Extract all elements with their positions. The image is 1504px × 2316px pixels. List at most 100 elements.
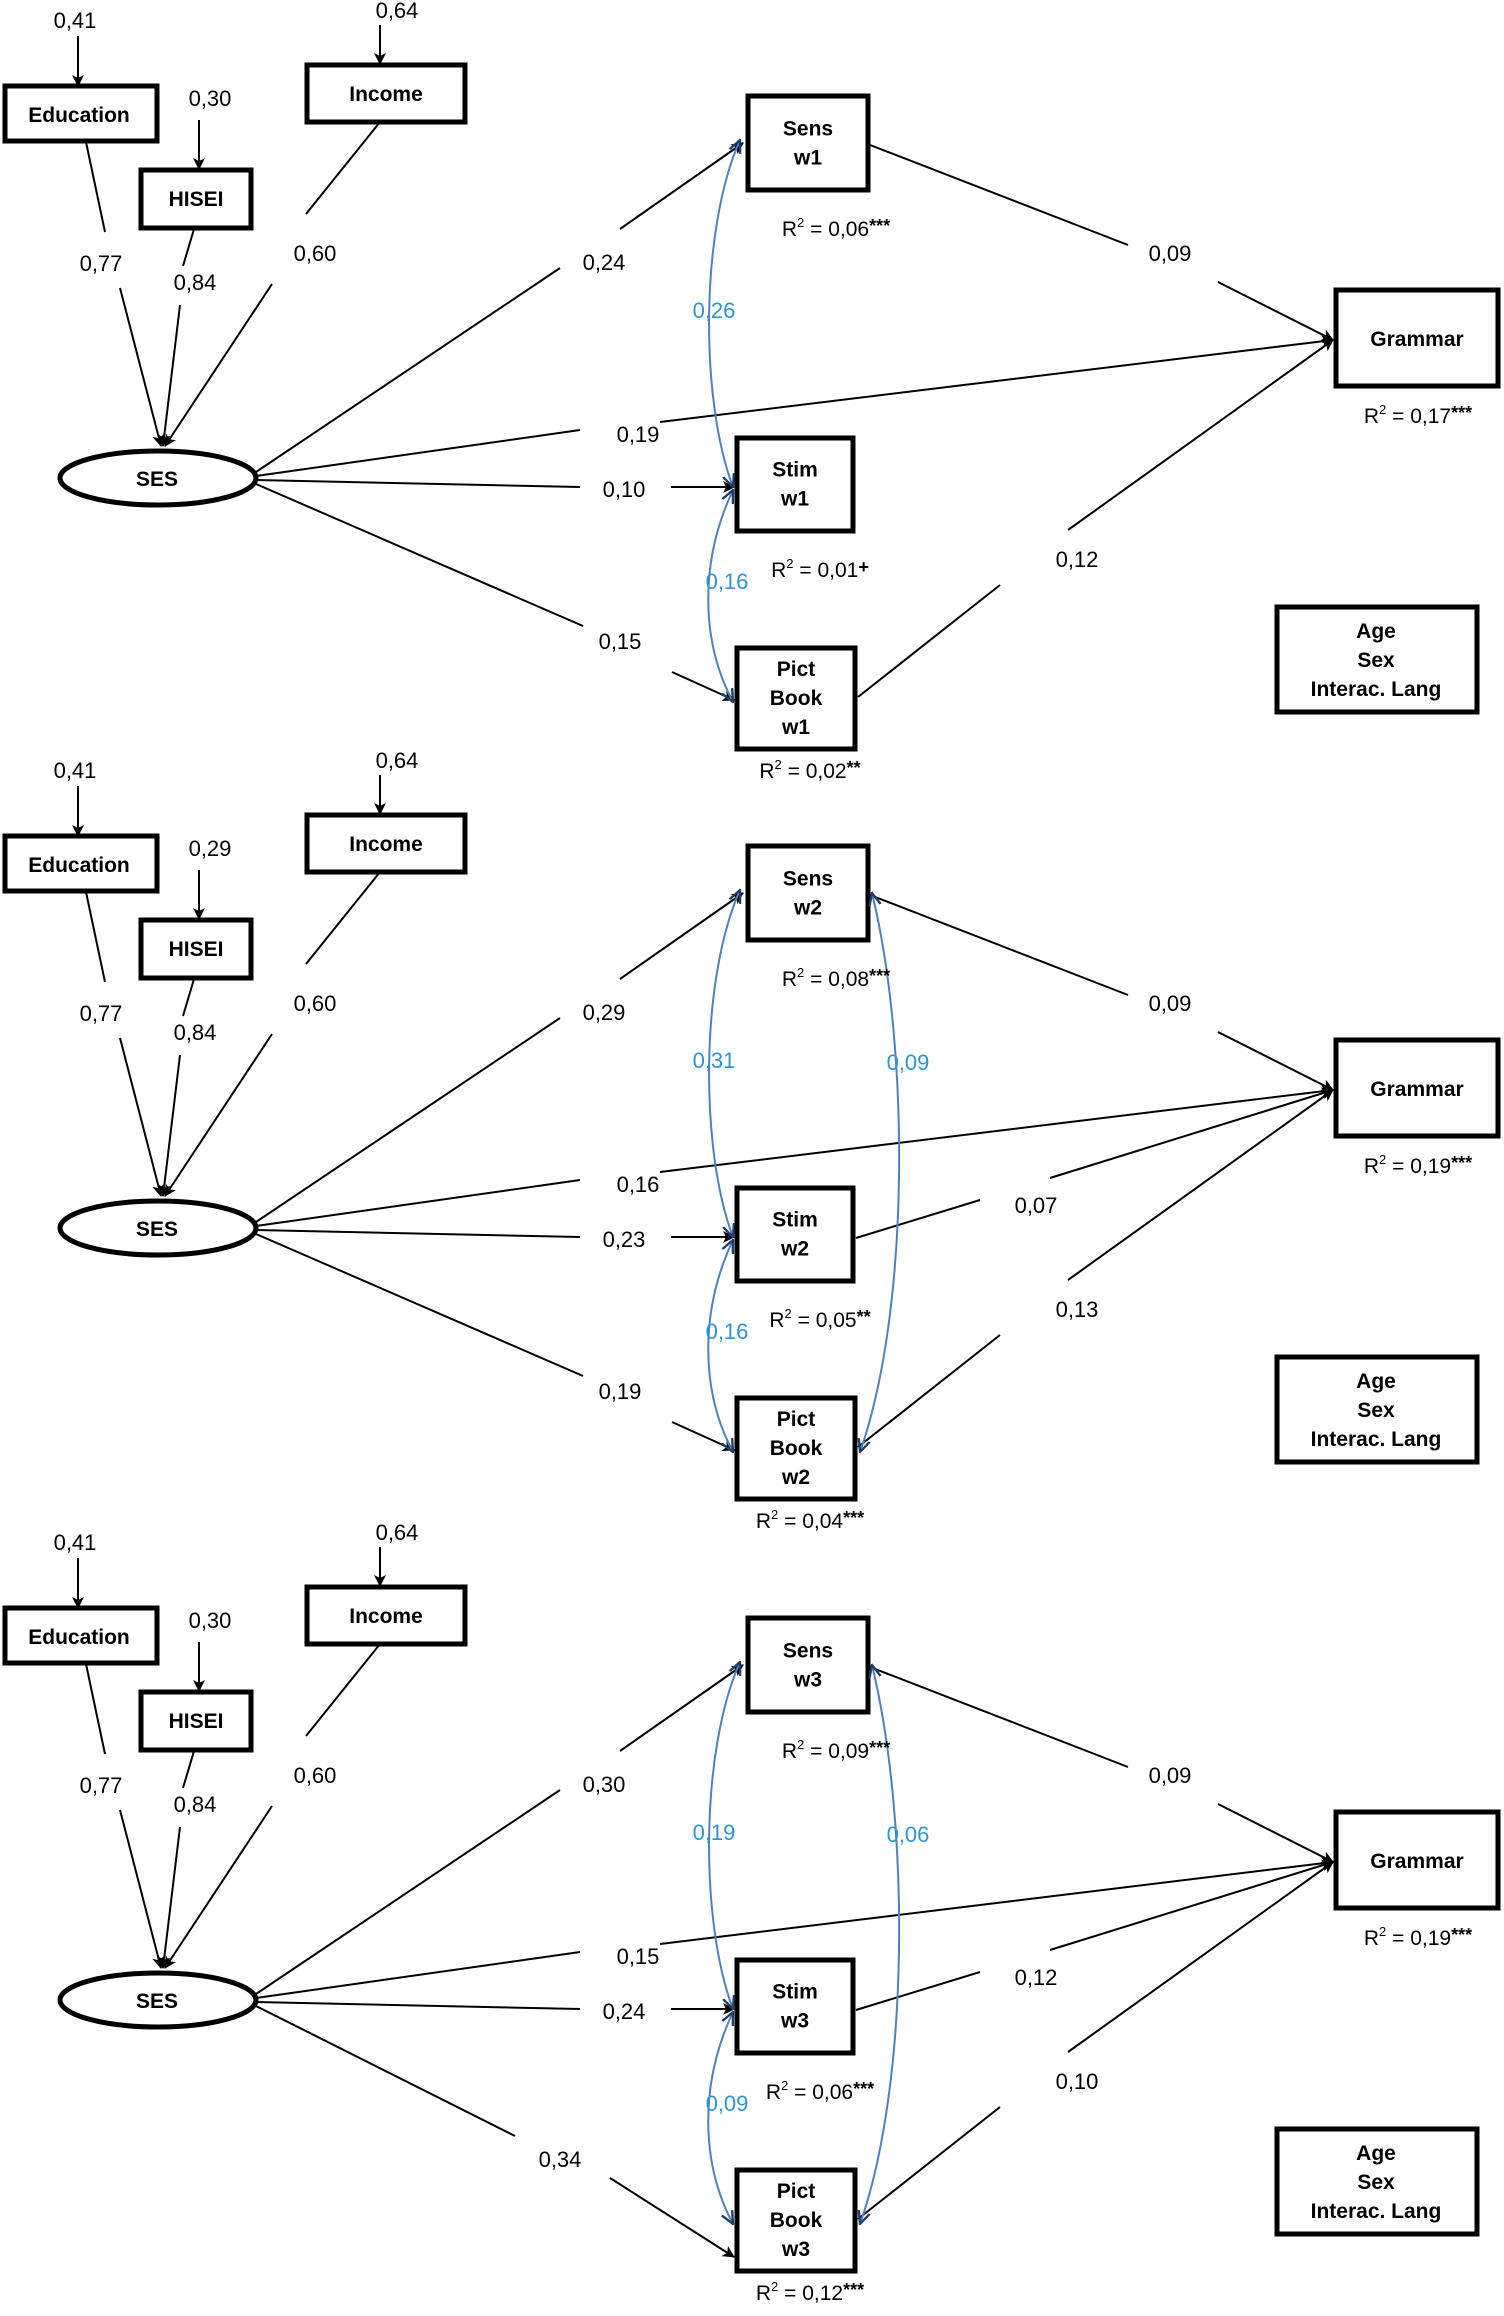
ses-stim-line-a — [255, 479, 581, 488]
pict-grammar-line-b — [1067, 1861, 1334, 2053]
stim-r2: R2 = 0,05** — [769, 1306, 870, 1332]
grammar-r2: R2 = 0,19*** — [1364, 1152, 1472, 1178]
ses-grammar-line-b — [659, 335, 1334, 423]
pict-grammar-line-b — [1067, 1089, 1334, 1281]
sens-grammar-coef: 0,09 — [1149, 991, 1192, 1016]
education-label: Education — [28, 1626, 130, 1649]
income-label: Income — [349, 1605, 423, 1628]
sens-grammar-coef: 0,09 — [1149, 1763, 1192, 1788]
ses-grammar-coef: 0,16 — [617, 1172, 660, 1197]
education-box — [2, 1605, 160, 1666]
ses-pict-line-a — [255, 1233, 584, 1377]
stim-grammar-line-a — [855, 1971, 981, 2011]
pict-box — [734, 2167, 858, 2274]
income-loading-line-b — [164, 1033, 273, 1197]
ses-grammar-coef: 0,15 — [617, 1944, 660, 1969]
pict-r2: R2 = 0,12*** — [756, 2279, 864, 2305]
grammar-label: Grammar — [1370, 1078, 1463, 1101]
education-loading: 0,77 — [80, 251, 123, 276]
grammar-r2: R2 = 0,17*** — [1364, 402, 1472, 428]
sens-stim-covariance — [708, 140, 740, 487]
sens-grammar-line-a — [869, 1666, 1129, 1768]
ses-sens-coef: 0,24 — [583, 250, 626, 275]
pict-label-line: Book — [770, 2209, 823, 2232]
hisei-loading-line-a — [182, 1750, 195, 1789]
ses-pict-line-a — [255, 2005, 516, 2137]
hisei-loading: 0,84 — [174, 270, 217, 295]
sens-pict-cov-label: 0,06 — [887, 1822, 930, 1847]
hisei-box — [138, 1689, 254, 1753]
hisei-loading: 0,84 — [174, 1020, 217, 1045]
sens-pict-cov-label: 0,09 — [887, 1050, 930, 1075]
education-loading-line-b — [119, 287, 165, 447]
pict-box — [734, 1395, 858, 1502]
education-residual: 0,41 — [54, 758, 97, 783]
stim-pict-covariance — [707, 2012, 733, 2224]
hisei-loading-line-b — [158, 1826, 181, 1969]
pict-label-line: w3 — [781, 2238, 810, 2261]
sens-grammar-line-a — [869, 144, 1129, 246]
sens-stim-cov-label: 0,31 — [693, 1048, 736, 1073]
stim-box — [734, 1957, 856, 2056]
covariates-label-line: Interac. Lang — [1311, 678, 1442, 701]
stim-pict-cov-label: 0,16 — [706, 569, 749, 594]
sens-box — [745, 843, 871, 943]
hisei-residual: 0,30 — [189, 86, 232, 111]
sens-pict-covariance — [860, 1665, 901, 2224]
education-loading-line-a — [85, 1663, 106, 1755]
sens-r2: R2 = 0,06*** — [782, 215, 890, 241]
income-residual: 0,64 — [376, 1520, 419, 1545]
covariates-label-line: Age — [1356, 1370, 1396, 1393]
hisei-label: HISEI — [169, 1710, 224, 1733]
hisei-loading: 0,84 — [174, 1792, 217, 1817]
pict-grammar-line-a — [857, 584, 1001, 698]
education-loading: 0,77 — [80, 1001, 123, 1026]
covariates-label-line: Sex — [1357, 649, 1395, 672]
pict-grammar-coef: 0,13 — [1056, 1297, 1099, 1322]
ses-pict-coef: 0,19 — [599, 1379, 642, 1404]
stim-grammar-line-a — [855, 1199, 981, 1239]
education-residual: 0,41 — [54, 8, 97, 33]
sens-r2: R2 = 0,09*** — [782, 1737, 890, 1763]
hisei-label: HISEI — [169, 938, 224, 961]
pict-grammar-line-b — [1067, 339, 1334, 531]
stim-r2: R2 = 0,06*** — [766, 2078, 874, 2104]
income-box — [304, 62, 468, 125]
stim-pict-covariance — [707, 490, 733, 702]
pict-grammar-coef: 0,10 — [1056, 2069, 1099, 2094]
hisei-box — [138, 917, 254, 981]
income-loading-line-a — [305, 1643, 381, 1737]
income-loading-line-a — [305, 871, 381, 965]
pict-r2: R2 = 0,04*** — [756, 1507, 864, 1533]
sens-grammar-line-b — [1217, 281, 1334, 341]
hisei-box — [138, 167, 254, 231]
sens-stim-cov-label: 0,19 — [693, 1820, 736, 1845]
sens-box — [745, 1615, 871, 1715]
ses-stim-coef: 0,10 — [603, 477, 646, 502]
pict-label-line: w2 — [781, 1466, 810, 1489]
hisei-label: HISEI — [169, 188, 224, 211]
stim-label-line: w3 — [780, 2010, 809, 2033]
grammar-label: Grammar — [1370, 328, 1463, 351]
ses-pict-coef: 0,34 — [539, 2147, 582, 2172]
ses-stim-line-a — [255, 2001, 581, 2010]
education-loading-line-a — [85, 141, 106, 233]
ses-pict-line-a — [255, 483, 584, 627]
covariates-label-line: Interac. Lang — [1311, 2200, 1442, 2223]
sens-grammar-line-b — [1217, 1803, 1334, 1863]
stim-label-line: Stim — [772, 459, 818, 482]
income-loading-line-b — [164, 1805, 273, 1969]
stim-grammar-coef: 0,12 — [1015, 1965, 1058, 1990]
sens-label-line: Sens — [783, 118, 833, 141]
pict-grammar-line-a — [857, 2106, 1001, 2220]
pict-label-line: Pict — [777, 1408, 816, 1431]
